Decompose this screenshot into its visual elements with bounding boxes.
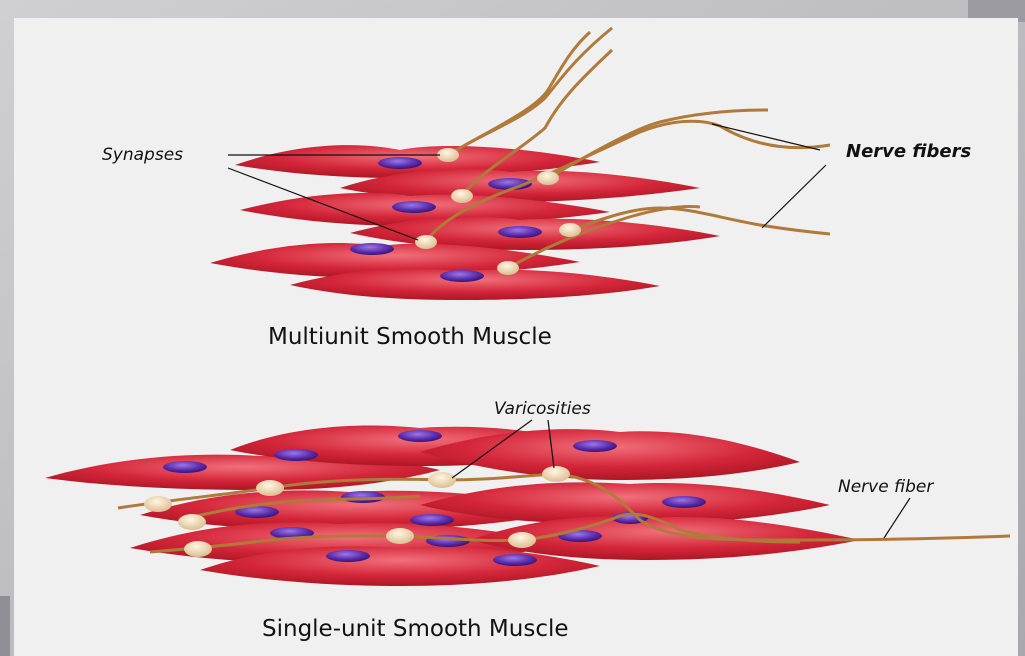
varicosity (184, 541, 212, 557)
nucleus (493, 554, 537, 566)
nucleus (326, 550, 370, 562)
label-varicosities: Varicosities (494, 399, 591, 419)
nucleus (440, 270, 484, 282)
varicosity (178, 514, 206, 530)
label-synapses: Synapses (102, 145, 183, 165)
varicosity (508, 532, 536, 548)
nucleus (392, 201, 436, 213)
synapse-knob (537, 171, 559, 185)
nucleus (662, 496, 706, 508)
synapse-knob (497, 261, 519, 275)
synapse-knob (451, 189, 473, 203)
nucleus (573, 440, 617, 452)
nucleus (274, 449, 318, 461)
nucleus (350, 243, 394, 255)
label-nerve-fiber: Nerve fiber (838, 477, 934, 497)
varicosity (144, 496, 172, 512)
nucleus (378, 157, 422, 169)
label-nerve-fibers: Nerve fibers (846, 141, 971, 162)
multiunit-title: Multiunit Smooth Muscle (268, 324, 552, 350)
synapse-knob (415, 235, 437, 249)
nucleus (498, 226, 542, 238)
varicosity (386, 528, 414, 544)
nucleus (398, 430, 442, 442)
synapse-knob (437, 148, 459, 162)
nucleus (163, 461, 207, 473)
varicosity (428, 472, 456, 488)
varicosity (542, 466, 570, 482)
varicosity (256, 480, 284, 496)
synapse-knob (559, 223, 581, 237)
singleunit-title: Single-unit Smooth Muscle (262, 616, 569, 642)
nucleus (410, 514, 454, 526)
